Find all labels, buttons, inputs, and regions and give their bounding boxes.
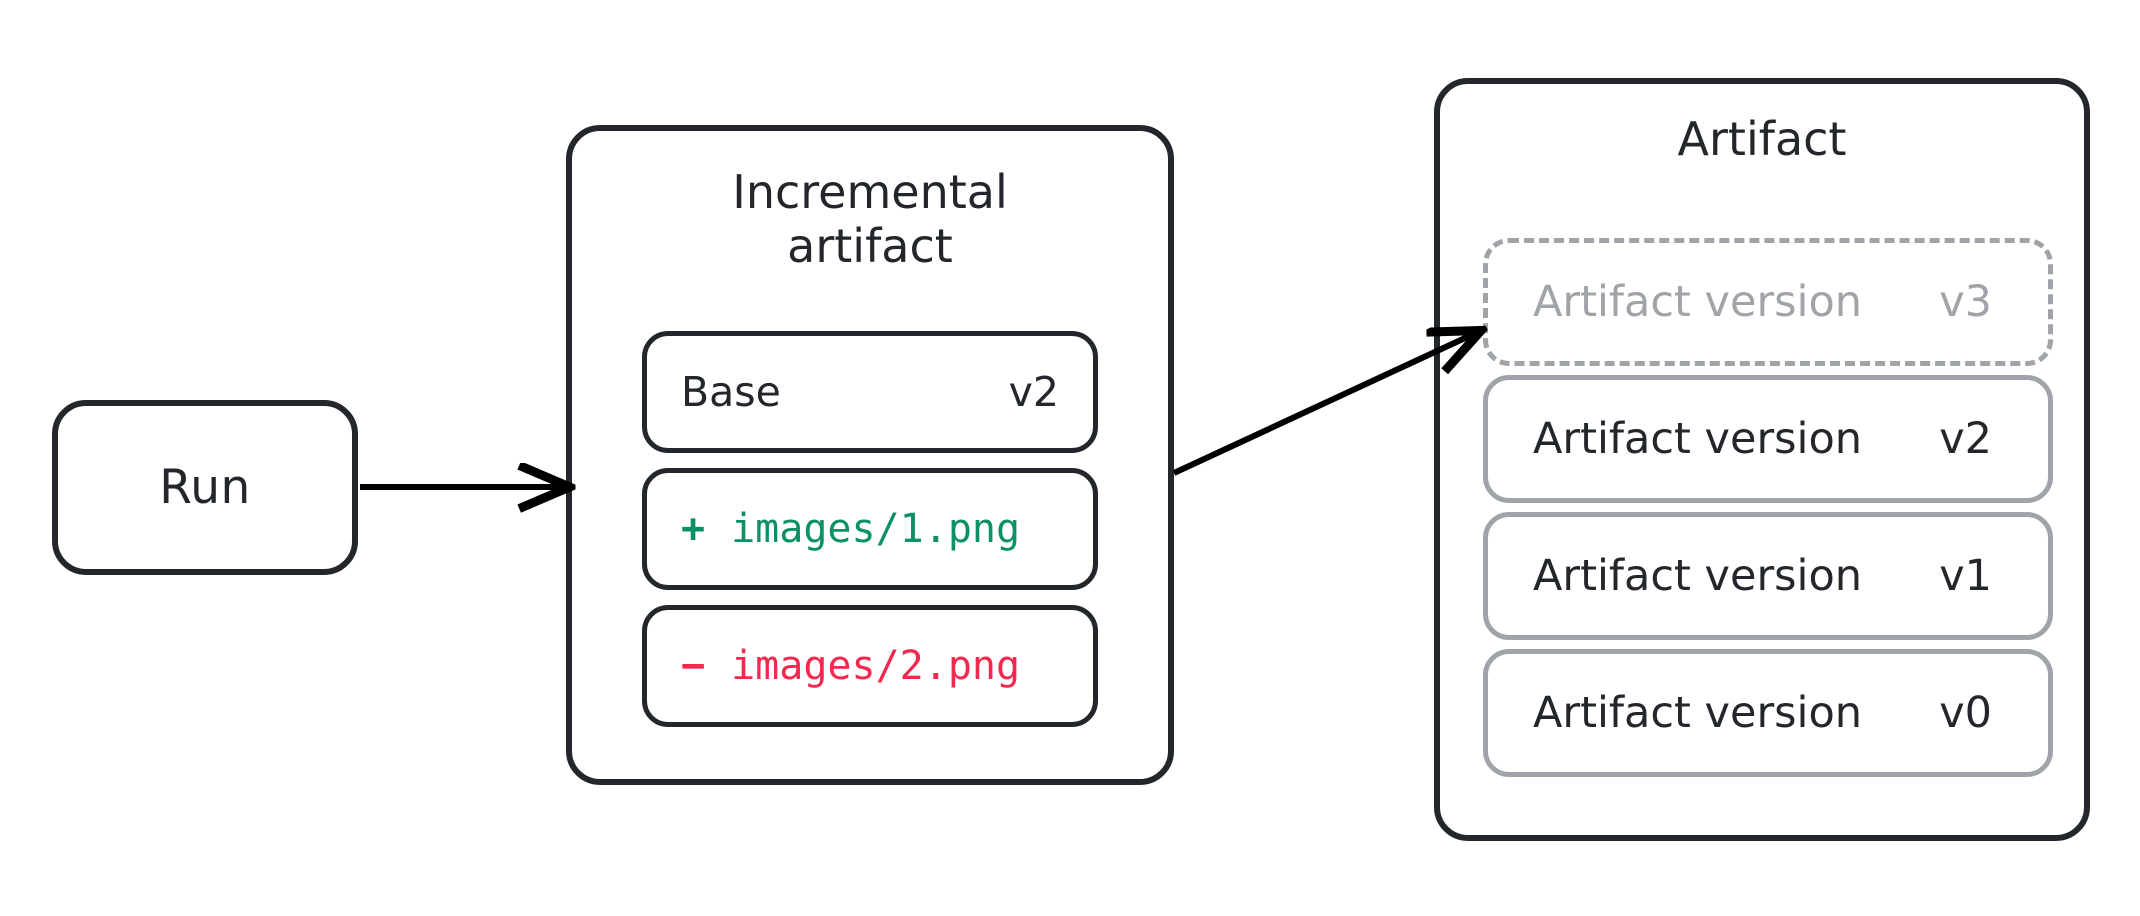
artifact-version-row-v3[interactable]: Artifact version v3 bbox=[1483, 238, 2053, 366]
artifact-version-row-v0[interactable]: Artifact version v0 bbox=[1483, 649, 2053, 777]
run-node[interactable]: Run bbox=[52, 400, 358, 575]
artifact-version-label: Artifact version bbox=[1533, 551, 1863, 601]
incremental-artifact-title-line1: Incremental bbox=[732, 165, 1008, 219]
incremental-artifact-title: Incremental artifact bbox=[572, 165, 1168, 274]
incremental-artifact-title-line2: artifact bbox=[787, 219, 953, 274]
artifact-version-row-v1[interactable]: Artifact version v1 bbox=[1483, 512, 2053, 640]
artifact-version-row-v2[interactable]: Artifact version v2 bbox=[1483, 375, 2053, 503]
incremental-change-removed-path: images/2.png bbox=[731, 643, 1021, 689]
artifact-version-number: v0 bbox=[1939, 688, 1992, 738]
artifact-version-label: Artifact version bbox=[1533, 688, 1863, 738]
incremental-base-name: Base bbox=[681, 368, 781, 416]
incremental-base-row[interactable]: Base v2 bbox=[642, 331, 1098, 453]
incremental-change-removed[interactable]: − images/2.png bbox=[642, 605, 1098, 727]
artifact-title: Artifact bbox=[1677, 112, 1847, 166]
arrow-incremental-to-artifact-v3 bbox=[1172, 332, 1478, 476]
incremental-change-added-path: images/1.png bbox=[731, 506, 1021, 552]
incremental-change-added[interactable]: + images/1.png bbox=[642, 468, 1098, 590]
artifact-version-number: v2 bbox=[1939, 414, 1992, 464]
artifact-version-label: Artifact version bbox=[1533, 414, 1863, 464]
artifact-version-number: v3 bbox=[1939, 277, 1992, 327]
incremental-base-version: v2 bbox=[1008, 368, 1059, 416]
minus-icon: − bbox=[681, 643, 706, 689]
plus-icon: + bbox=[681, 506, 706, 552]
run-node-label: Run bbox=[159, 460, 251, 515]
artifact-panel[interactable]: Artifact Artifact version v3 Artifact ve… bbox=[1434, 78, 2090, 841]
artifact-version-number: v1 bbox=[1939, 551, 1992, 601]
artifact-version-label: Artifact version bbox=[1533, 277, 1863, 327]
incremental-artifact-panel[interactable]: Incremental artifact Base v2 + images/1.… bbox=[566, 125, 1174, 785]
